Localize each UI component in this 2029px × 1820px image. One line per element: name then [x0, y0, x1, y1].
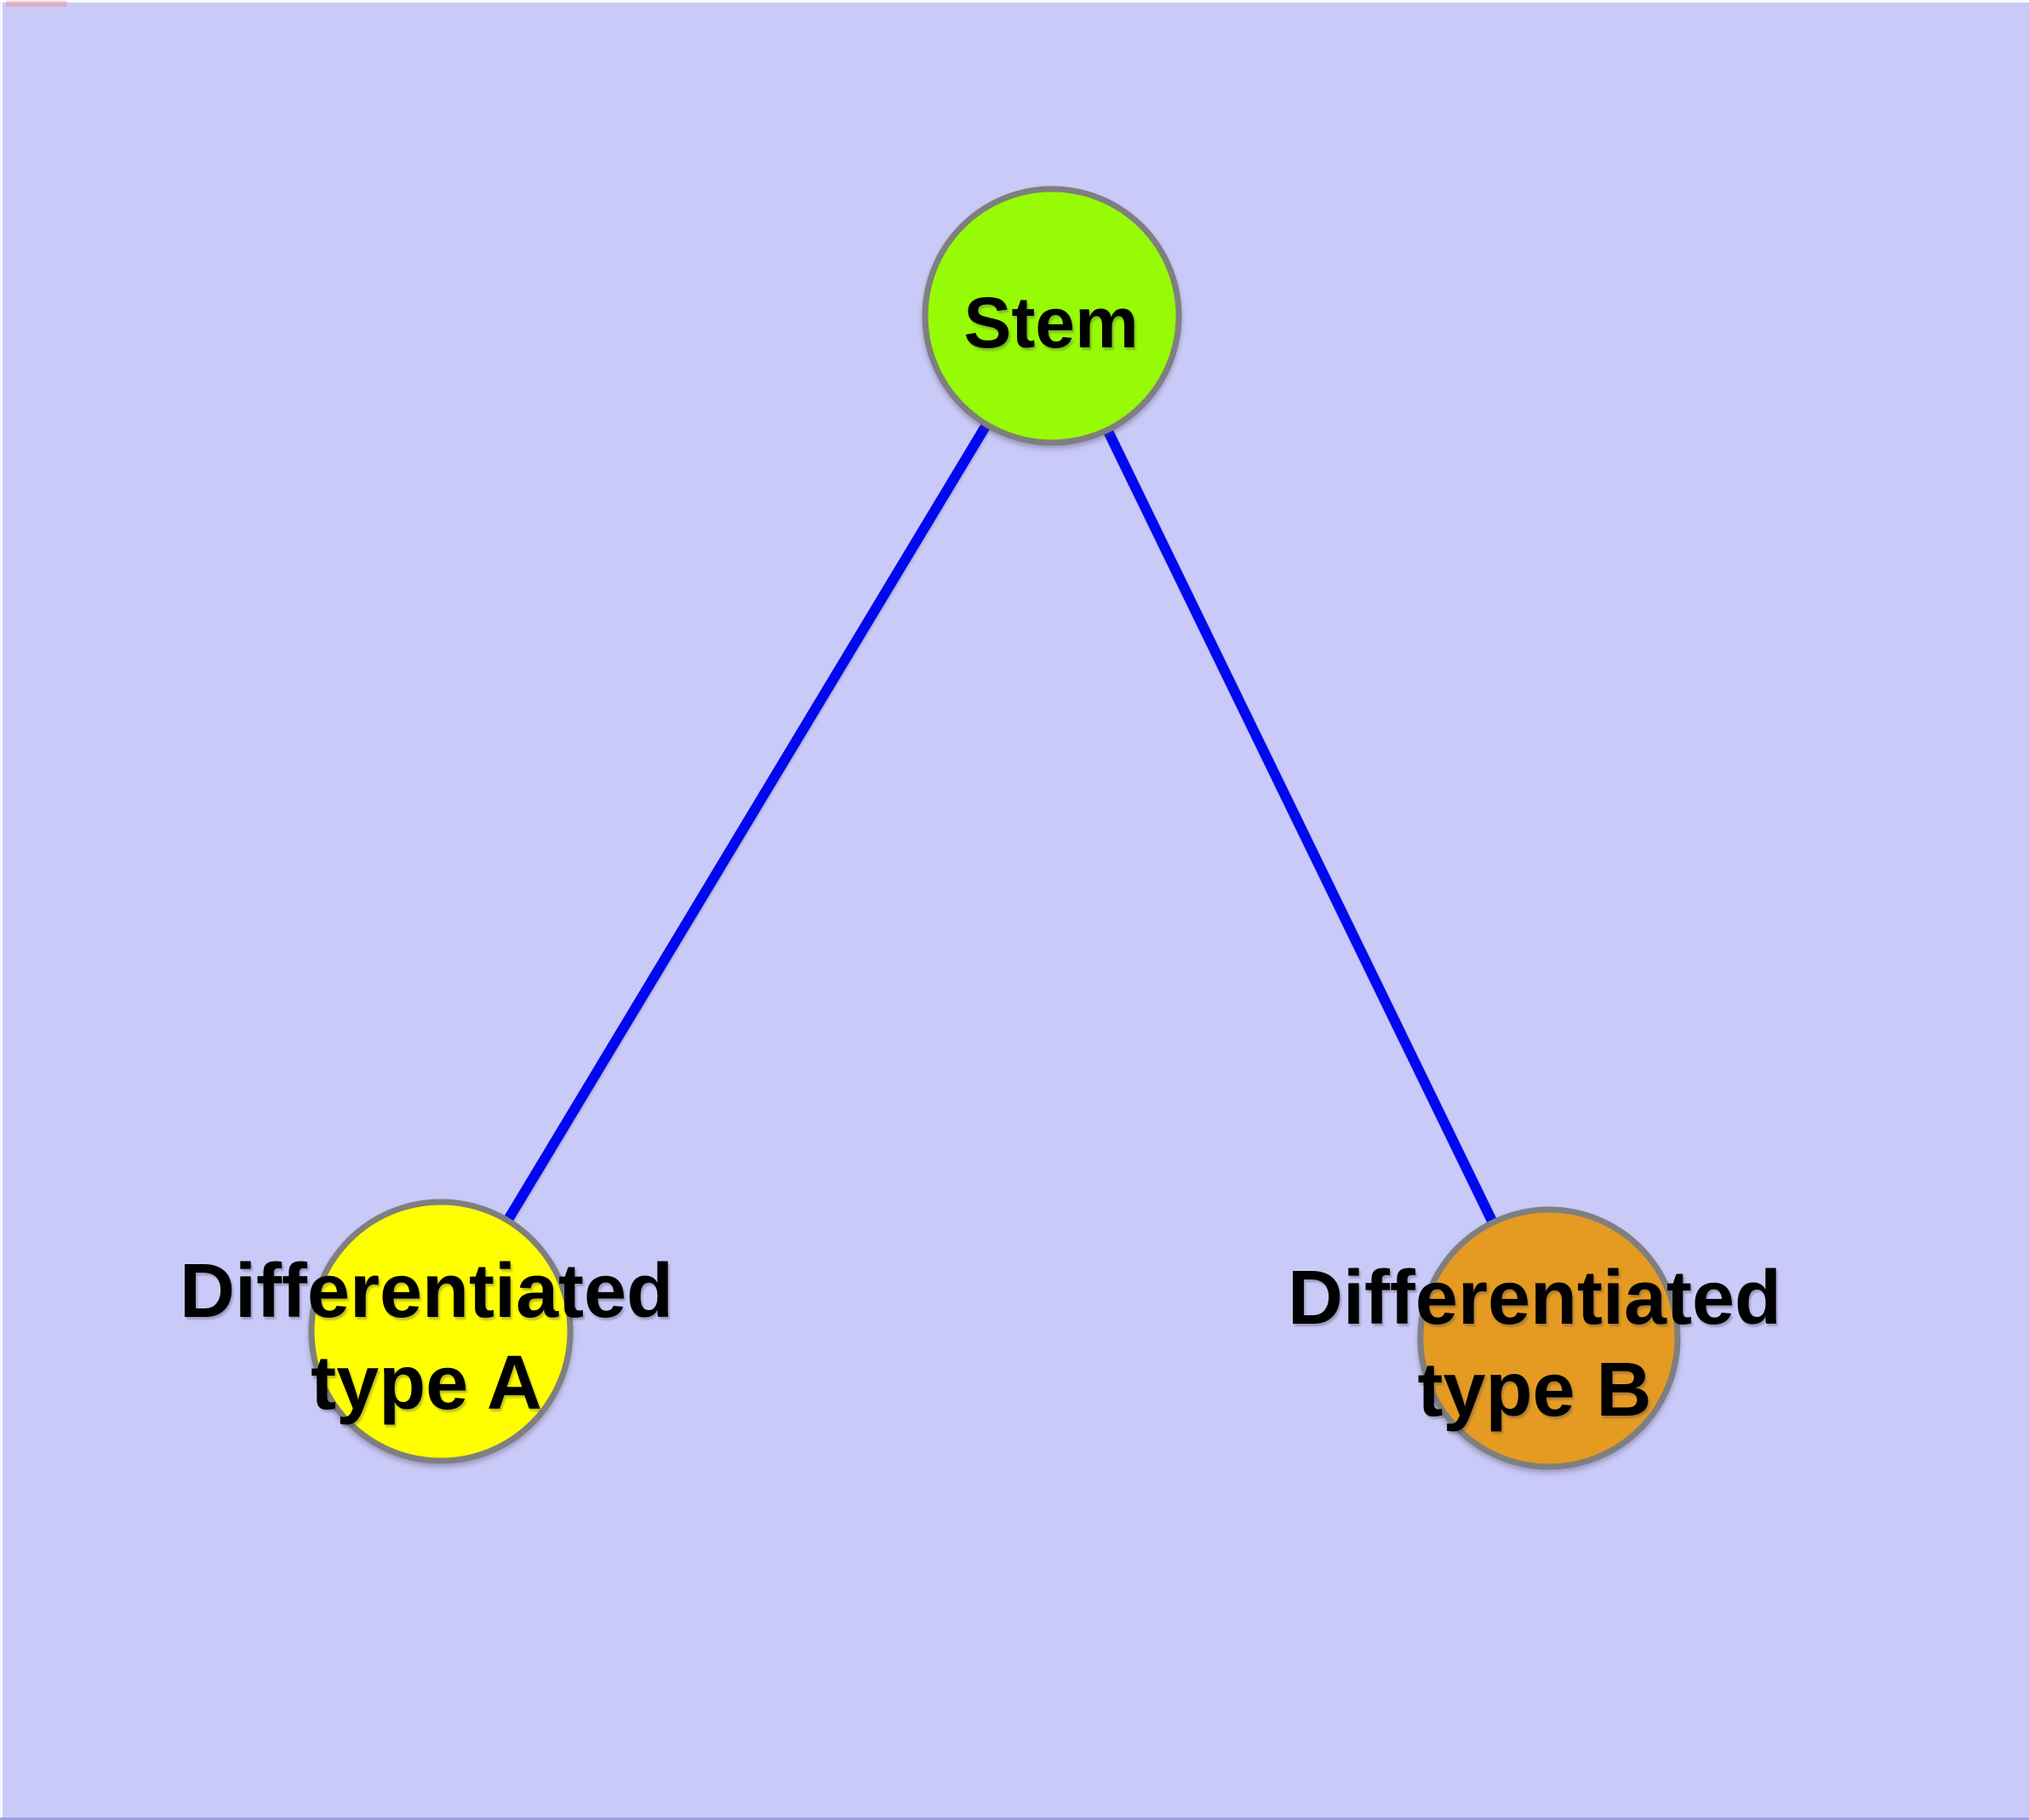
node-label-differentiated-type-a-line-1: Differentiated	[180, 1249, 673, 1334]
node-label-stem-line-1: Stem	[963, 283, 1138, 363]
bottom-edge-line	[0, 1817, 2029, 1820]
left-edge-highlight	[0, 0, 3, 1820]
node-circle-differentiated-type-b[interactable]	[1417, 1206, 1681, 1470]
node-stem[interactable]: Stem	[922, 186, 1182, 446]
edge-stem-to-differentiated-type-a[interactable]	[436, 312, 1057, 1335]
node-circle-differentiated-type-a[interactable]	[308, 1199, 574, 1464]
corner-red-dash	[6, 1, 67, 7]
node-label-differentiated-type-b-line-2: type B	[1417, 1348, 1651, 1433]
edge-stem-to-differentiated-type-b[interactable]	[1047, 313, 1554, 1341]
node-circle-stem[interactable]	[922, 186, 1182, 446]
node-label-differentiated-type-b-line-1: Differentiated	[1288, 1256, 1781, 1341]
top-edge-highlight	[0, 0, 2029, 3]
edges-layer	[436, 312, 1554, 1341]
node-label-differentiated-type-a-line-2: type A	[311, 1341, 542, 1426]
